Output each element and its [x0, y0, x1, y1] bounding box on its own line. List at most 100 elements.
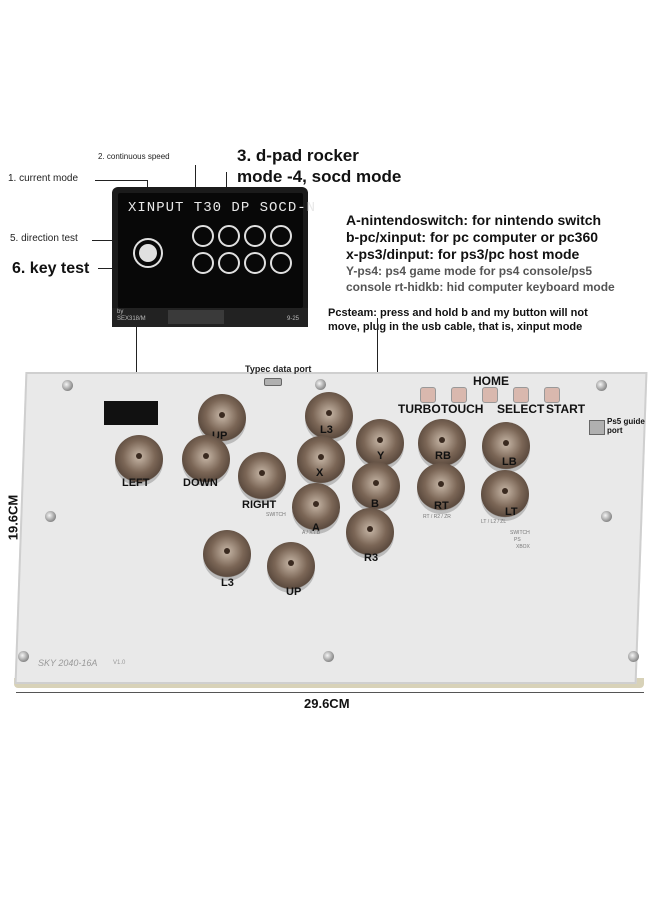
callout-key-test: 6. key test — [12, 260, 90, 277]
label-lt: LT — [505, 506, 518, 518]
screw — [596, 380, 607, 391]
label-a: A — [312, 522, 320, 534]
down-button[interactable] — [182, 435, 230, 483]
oled-chip — [168, 310, 224, 324]
oled-direction-ring — [133, 238, 163, 268]
label-left: LEFT — [122, 477, 150, 489]
screw — [18, 651, 29, 662]
label-right: RIGHT — [242, 499, 277, 511]
label-ps5-guide-2: port — [607, 426, 623, 435]
label-r3: R3 — [364, 552, 379, 564]
callout-dpad-rocker: 3. d-pad rocker — [237, 146, 359, 165]
label-home: HOME — [473, 374, 509, 388]
label-rt: RT — [434, 500, 449, 512]
oled-key-ring — [192, 225, 214, 247]
mode-x: x-ps3/dinput: for ps3/pc host mode — [346, 246, 580, 262]
l3-button-bottom[interactable] — [203, 530, 251, 578]
rb-button[interactable] — [418, 419, 466, 467]
oled-key-ring — [218, 225, 240, 247]
up-button-bottom[interactable] — [267, 542, 315, 590]
callout-direction-test: 5. direction test — [10, 233, 78, 244]
y-button[interactable] — [356, 419, 404, 467]
silk-switch-a: SWITCH — [266, 512, 286, 518]
oled-key-ring — [270, 225, 292, 247]
oled-key-ring — [244, 225, 266, 247]
pcsteam-line1: Pcsteam: press and hold b and my button … — [328, 307, 588, 319]
up-button-top[interactable] — [198, 394, 246, 442]
label-l3-bottom: L3 — [221, 577, 234, 589]
leader-continuous-speed — [195, 165, 196, 191]
screw — [628, 651, 639, 662]
label-typec-port: Typec data port — [245, 364, 312, 374]
oled-key-ring — [270, 252, 292, 274]
label-x: X — [316, 467, 324, 479]
silk-a-row: A / X / B — [302, 530, 321, 536]
l3-button-top[interactable] — [305, 392, 353, 440]
mode-y-line1: Y-ps4: ps4 game mode for ps4 console/ps5 — [346, 264, 593, 278]
mode-b: b-pc/xinput: for pc computer or pc360 — [346, 229, 599, 245]
rt-button[interactable] — [417, 463, 465, 511]
pcsteam-line2: move, plug in the usb cable, that is, xi… — [328, 321, 583, 333]
silk-xbox: XBOX — [516, 544, 530, 550]
typec-port[interactable] — [264, 378, 282, 386]
screw — [62, 380, 73, 391]
home-button[interactable] — [482, 387, 498, 403]
dimension-width-line — [16, 692, 644, 693]
ps5-guide-port[interactable] — [589, 420, 605, 435]
oled-by: by — [117, 309, 124, 315]
label-l3-top: L3 — [320, 424, 333, 436]
dimension-width: 29.6CM — [304, 696, 350, 711]
callout-continuous-speed: 2. continuous speed — [98, 152, 170, 161]
b-button[interactable] — [352, 462, 400, 510]
dimension-height: 19.6CM — [5, 494, 21, 541]
label-turbo: TURBO — [398, 402, 441, 416]
silk-switch: SWITCH — [510, 530, 530, 536]
touch-button[interactable] — [451, 387, 467, 403]
oled-display-text: XINPUT T30 DP SOCD-N — [128, 200, 317, 216]
label-ps5-guide-1: Ps5 guide — [607, 417, 645, 426]
oled-version: 9-25 — [287, 316, 300, 322]
screw — [315, 379, 326, 390]
oled-brand: SEX318/M — [117, 316, 146, 322]
silk-ps: PS — [514, 537, 521, 543]
lt-button[interactable] — [481, 470, 529, 518]
oled-key-ring — [218, 252, 240, 274]
leader-oled-board — [136, 327, 137, 379]
r3-button[interactable] — [346, 508, 394, 556]
label-start: START — [546, 402, 586, 416]
silk-version: V1.0 — [113, 660, 126, 666]
screw — [601, 511, 612, 522]
right-button[interactable] — [238, 452, 286, 500]
left-button[interactable] — [115, 435, 163, 483]
label-lb: LB — [502, 456, 517, 468]
leader-current-mode-drop — [147, 180, 148, 192]
callout-current-mode: 1. current mode — [8, 173, 79, 184]
mode-y-line2: console rt-hidkb: hid computer keyboard … — [346, 280, 615, 294]
x-button[interactable] — [297, 436, 345, 484]
label-touch: TOUCH — [441, 402, 484, 416]
mode-a: A-nintendoswitch: for nintendo switch — [346, 212, 602, 228]
turbo-button[interactable] — [420, 387, 436, 403]
oled-key-ring — [244, 252, 266, 274]
silk-lt-row: LT / L2 / ZL — [481, 519, 507, 525]
callout-mode-socd: mode -4, socd mode — [237, 167, 402, 186]
label-rb: RB — [435, 450, 451, 462]
oled-direction-dot — [139, 244, 157, 262]
leader-dpad — [226, 172, 227, 192]
label-b: B — [371, 498, 379, 510]
label-select: SELECT — [497, 402, 545, 416]
leader-current-mode — [95, 180, 148, 181]
silk-model: SKY 2040-16A — [38, 658, 98, 668]
a-button[interactable] — [292, 483, 340, 531]
start-button[interactable] — [544, 387, 560, 403]
label-up-bottom: UP — [286, 586, 302, 598]
label-down: DOWN — [183, 477, 218, 489]
label-y: Y — [377, 450, 385, 462]
silk-rt-row: RT / R2 / ZR — [423, 514, 451, 520]
lb-button[interactable] — [482, 422, 530, 470]
screw — [45, 511, 56, 522]
oled-window — [104, 401, 158, 425]
select-button[interactable] — [513, 387, 529, 403]
oled-key-ring — [192, 252, 214, 274]
screw — [323, 651, 334, 662]
